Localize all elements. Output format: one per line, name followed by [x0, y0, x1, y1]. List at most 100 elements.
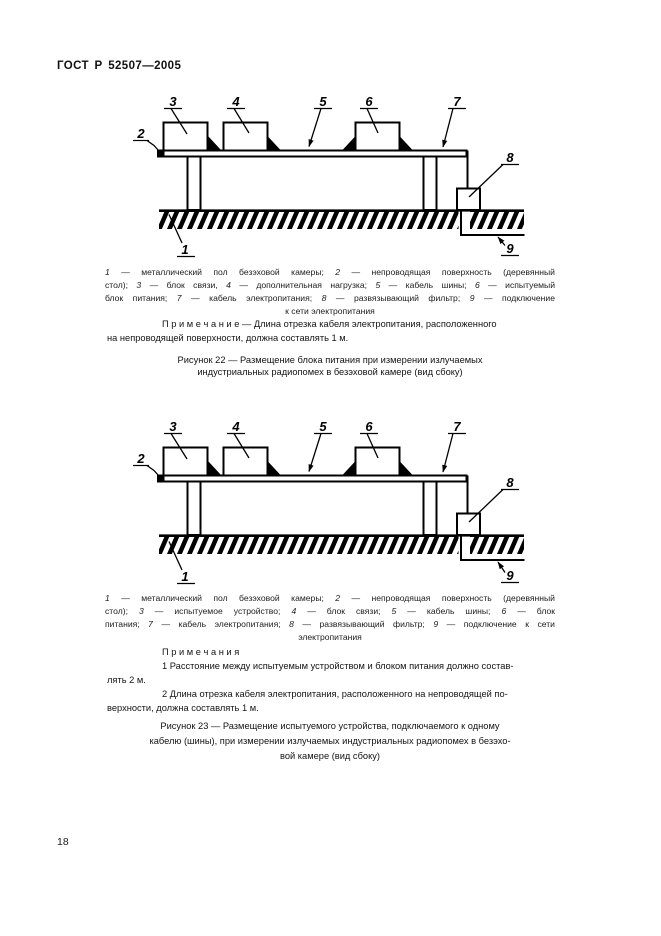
figure-23-notes: П р и м е ч а н и я 1 Расстояние между и…	[107, 645, 554, 715]
callout-3-leader	[170, 433, 188, 460]
notes-heading: П р и м е ч а н и я	[162, 647, 240, 657]
cable-wedge	[342, 136, 356, 150]
callout-9-leader	[497, 561, 506, 573]
filter-box	[456, 187, 481, 211]
callout-8-leader	[468, 489, 504, 523]
caption-line: вой камере (вид сбоку)	[279, 751, 380, 761]
cable-wedge	[267, 136, 281, 150]
table-corner-terminal	[157, 149, 165, 158]
callout-1-label: 1	[181, 242, 188, 257]
note-line: лять 2 м.	[107, 675, 146, 685]
note-line: на непроводящей поверхности, должна сост…	[107, 332, 349, 343]
table	[157, 474, 468, 536]
caption-line: индустриальных радиопомех в безэховой ка…	[197, 367, 463, 377]
table-leg-left	[186, 155, 202, 211]
note-line: 2 Длина отрезка кабеля электропитания, р…	[162, 689, 508, 699]
callout-1-label: 1	[181, 569, 188, 584]
callout-5-leader	[308, 433, 322, 473]
legend-line: 1 — металлический пол безэховой камеры; …	[105, 593, 555, 603]
callout-6-label: 6	[365, 94, 373, 109]
page-number: 18	[57, 836, 69, 848]
figure-22-caption: Рисунок 22 — Размещение блока питания пр…	[105, 354, 555, 378]
figure-22-diagram: 3 4 5 6 7 2 8 1 9	[133, 94, 525, 258]
figure-22-note: П р и м е ч а н и е — Длина отрезка кабе…	[107, 318, 554, 345]
note-line: 1 Расстояние между испытуемым устройство…	[162, 661, 514, 671]
mains-connection-line	[460, 535, 525, 561]
table-leg-right	[422, 480, 438, 536]
caption-line: кабелю (шины), при измерении излучаемых …	[149, 736, 511, 746]
hatch-gap	[458, 536, 470, 555]
callouts: 3 4 5 6 7 2 8 1 9	[133, 94, 519, 258]
callouts: 3 4 5 6 7 2 8 1 9	[133, 419, 519, 585]
cable-wedge	[208, 461, 221, 475]
device-box-left	[162, 121, 209, 152]
standard-number-header: ГОСТ Р 52507—2005	[57, 60, 182, 72]
callout-6-leader	[366, 433, 379, 459]
callout-2-leader	[146, 464, 159, 476]
callout-8-leader	[468, 164, 504, 198]
callout-2-label: 2	[136, 126, 145, 141]
figure-23-legend: 1 — металлический пол безэховой камеры; …	[105, 592, 555, 644]
legend-line: 1 — металлический пол безэховой камеры; …	[105, 267, 555, 277]
ground-hatch	[159, 537, 524, 554]
callout-4-label: 4	[231, 419, 240, 434]
figure-23-caption: Рисунок 23 — Размещение испытуемого устр…	[105, 719, 555, 764]
cable-wedge	[342, 461, 356, 475]
device-boxes	[162, 446, 413, 477]
table-leg-right	[422, 155, 438, 211]
device-box-left	[162, 446, 209, 477]
callout-6-leader	[366, 108, 379, 134]
cable-wedge	[399, 136, 413, 150]
legend-line: стол); 3 — блок связи, 4 — дополнительна…	[105, 280, 555, 290]
callout-6-label: 6	[365, 419, 373, 434]
note-line: П р и м е ч а н и е — Длина отрезка кабе…	[162, 319, 497, 329]
table-leg-left	[186, 480, 202, 536]
table-corner-terminal	[157, 474, 165, 483]
legend-line: электропитания	[298, 632, 362, 642]
callout-4-leader	[233, 108, 250, 134]
callout-3-leader	[170, 108, 188, 135]
legend-line: блок питания; 7 — кабель электропитания;…	[105, 293, 555, 303]
callout-1-leader	[168, 541, 183, 571]
cable-wedge	[399, 461, 413, 475]
callout-5-label: 5	[319, 419, 327, 434]
callout-8-label: 8	[506, 150, 514, 165]
floor	[159, 534, 524, 555]
callout-9-leader	[497, 236, 506, 246]
filter-box	[456, 512, 481, 536]
device-box-right	[354, 121, 401, 152]
callout-2-label: 2	[136, 451, 145, 466]
callout-5-label: 5	[319, 94, 327, 109]
hatch-gap	[458, 211, 470, 230]
figure-23-diagram: 3 4 5 6 7 2 8 1 9	[133, 419, 525, 585]
callout-8-label: 8	[506, 475, 514, 490]
cable-wedge	[208, 136, 221, 150]
callout-2-leader	[146, 139, 159, 151]
device-boxes	[162, 121, 413, 152]
legend-line: к сети электропитания	[285, 306, 375, 316]
note-line: верхности, должна составлять 1 м.	[107, 703, 259, 713]
callout-4-leader	[233, 433, 250, 459]
callout-1-leader	[168, 214, 183, 244]
mains-connection-line	[460, 210, 525, 236]
legend-line: питания; 7 — кабель электропитания; 8 — …	[105, 619, 555, 629]
floor	[159, 209, 524, 230]
device-box-right	[354, 446, 401, 477]
ground-hatch	[159, 212, 524, 229]
callout-3-label: 3	[169, 94, 177, 109]
caption-line: Рисунок 22 — Размещение блока питания пр…	[177, 355, 483, 365]
callout-9-label: 9	[506, 568, 514, 583]
callout-3-label: 3	[169, 419, 177, 434]
legend-line: стол); 3 — испытуемое устройство; 4 — бл…	[105, 606, 555, 616]
figure-22-legend: 1 — металлический пол безэховой камеры; …	[105, 266, 555, 318]
callout-7-leader	[442, 433, 454, 473]
callout-9-label: 9	[506, 241, 514, 256]
callout-7-leader	[442, 108, 454, 148]
table	[157, 149, 468, 211]
callout-4-label: 4	[231, 94, 240, 109]
caption-line: Рисунок 23 — Размещение испытуемого устр…	[160, 721, 500, 731]
cable-wedge	[267, 461, 281, 475]
callout-5-leader	[308, 108, 322, 148]
callout-7-label: 7	[453, 419, 461, 434]
